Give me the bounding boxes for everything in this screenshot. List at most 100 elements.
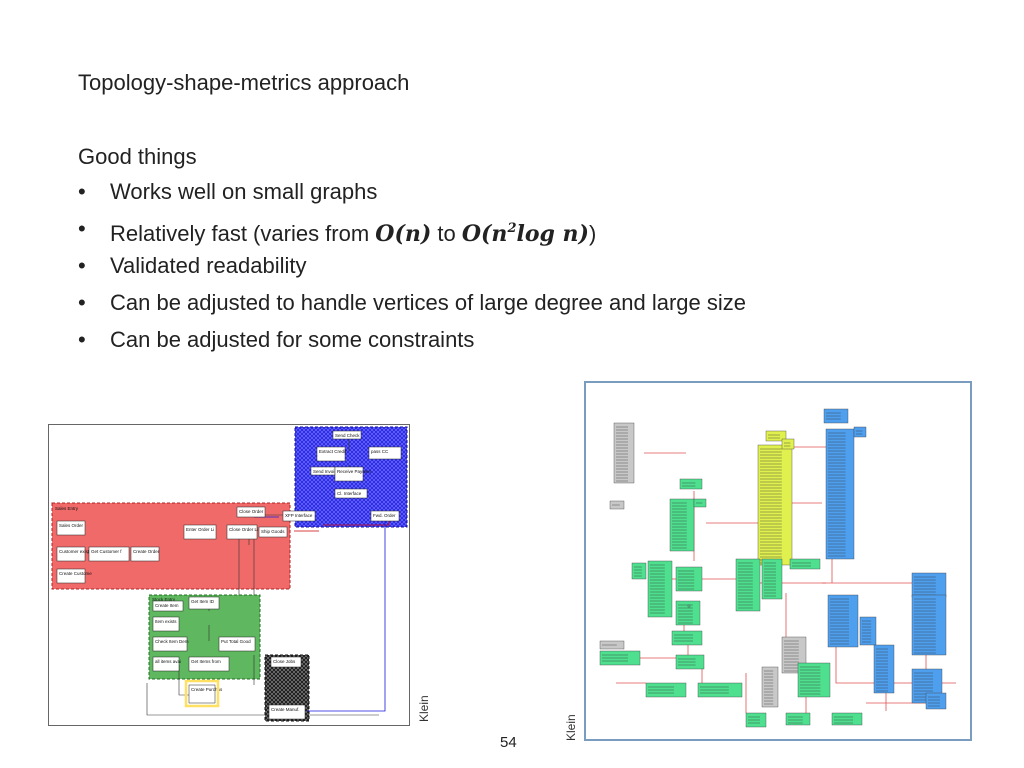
diagram-class-box (781, 636, 807, 674)
bullet-text: Relatively fast (varies from O(n) to O(n… (110, 215, 596, 252)
diagram-class-box (765, 430, 787, 442)
diagram-class-box (675, 566, 703, 592)
graph-node-box (56, 568, 86, 584)
graph-node-box (226, 524, 258, 540)
diagram-class-box (757, 444, 793, 566)
graph-node-box (88, 546, 130, 562)
graph-node-label: Create Custome (59, 571, 92, 576)
diagram-class-box (669, 498, 695, 552)
section-heading: Good things (78, 144, 197, 169)
graph-node-box (258, 526, 288, 538)
graph-node-label: Receive Paymen (337, 469, 372, 474)
math-complexity-quadratic: O(n2log n) (462, 221, 589, 247)
page-number: 54 (500, 734, 517, 751)
graph-node-label: Close Order (239, 509, 264, 514)
graph-node-label: Close Order Li (229, 527, 258, 532)
graph-node-label: Create Manuf. (271, 707, 300, 712)
graph-node-box (56, 520, 86, 536)
graph-node-label: Enter Order Li (186, 527, 214, 532)
bullet-item: • Relatively fast (varies from O(n) to O… (78, 215, 746, 252)
diagram-class-box (679, 478, 703, 490)
bullet-text: Validated readability (110, 253, 307, 278)
diagram-class-box (827, 594, 859, 648)
class-diagram-svg (599, 408, 956, 728)
graph-node-box (56, 546, 86, 562)
bullet-text-prefix: Relatively fast (varies from (110, 221, 376, 246)
graph-node-box (282, 510, 316, 522)
graph-node-label: Create Item (155, 603, 179, 608)
graph-node-box (334, 488, 368, 499)
image-credit-right: Klein (564, 714, 578, 741)
graph-node-box (130, 546, 160, 562)
bullet-marker: • (78, 216, 86, 241)
graph-node-box (188, 684, 216, 704)
graph-node-box (152, 616, 180, 632)
graph-node-label: Put Total Good (221, 639, 251, 644)
diagram-class-box (785, 712, 811, 726)
graph-node-label: Extract Credit (319, 449, 347, 454)
process-graph-svg: Sales Entry Stock Entry Send CheckExtrac… (51, 426, 408, 722)
graph-node-label: Get Item ID (191, 599, 215, 604)
graph-node-box (370, 510, 400, 522)
bullet-text: Can be adjusted to handle vertices of la… (110, 290, 746, 315)
math-exponent: 2 (507, 221, 517, 236)
diagram-class-box (859, 616, 877, 646)
math-rest: log n) (516, 221, 589, 247)
diagram-class-box (911, 594, 947, 656)
diagram-class-box (873, 644, 895, 694)
highlight-node-box (184, 679, 220, 708)
graph-node-box (152, 656, 180, 672)
graph-node-box (270, 656, 302, 668)
graph-node-label: Get Customer f (91, 549, 122, 554)
graph-node-box (268, 704, 306, 720)
graph-node-label: Send Invoice (313, 469, 340, 474)
graph-node-box (188, 596, 220, 610)
math-base: O(n (461, 221, 508, 247)
diagram-class-box (789, 558, 821, 570)
graph-node-box (218, 636, 256, 652)
graph-node-label: XFP Interface (285, 513, 313, 518)
diagram-class-box (781, 438, 795, 450)
graph-node-label: Customer exist (59, 549, 90, 554)
diagram-class-box (925, 692, 947, 710)
cluster-sales (51, 502, 291, 590)
graph-node-label: Sales Order (59, 523, 84, 528)
bullet-marker: • (78, 179, 86, 204)
slide-title: Topology-shape-metrics approach (78, 70, 410, 95)
diagram-class-box (825, 428, 855, 560)
class-diagram-figure (584, 381, 972, 741)
graph-node-box (152, 600, 184, 612)
bullet-marker: • (78, 327, 86, 352)
bullet-text-suffix: ) (588, 221, 597, 246)
diagram-class-box (853, 426, 867, 438)
diagram-class-box (797, 662, 831, 698)
graph-node-label: Item exists (155, 619, 177, 624)
diagram-class-box (735, 558, 761, 612)
bullet-list: • Works well on small graphs • Relativel… (78, 178, 746, 363)
graph-node-box (236, 506, 266, 518)
cluster-sales-label: Sales Entry (55, 506, 79, 511)
bullet-marker: • (78, 290, 86, 315)
diagram-class-box (631, 562, 647, 580)
graph-node-label: Close Jobs (273, 659, 296, 664)
bullet-text: Can be adjusted for some constraints (110, 327, 475, 352)
graph-node-box (368, 446, 402, 460)
graph-node-box (188, 656, 230, 672)
graph-node-box (316, 446, 346, 462)
diagram-class-box (911, 572, 947, 598)
image-credit-left: Klein (417, 695, 431, 722)
bullet-item: • Can be adjusted for some constraints (78, 326, 746, 363)
graph-node-label: all items avai (155, 659, 181, 664)
diagram-boxes (599, 408, 947, 728)
diagram-class-box (675, 600, 701, 626)
graph-node-box (183, 524, 217, 540)
bullet-marker: • (78, 253, 86, 278)
graph-node-label: Create Order (133, 549, 160, 554)
bullet-text: Works well on small graphs (110, 179, 378, 204)
diagram-class-box (831, 712, 863, 726)
bullet-item: • Validated readability (78, 252, 746, 289)
cluster-stock-label: Stock Entry (152, 597, 176, 602)
diagram-class-box (687, 604, 691, 608)
